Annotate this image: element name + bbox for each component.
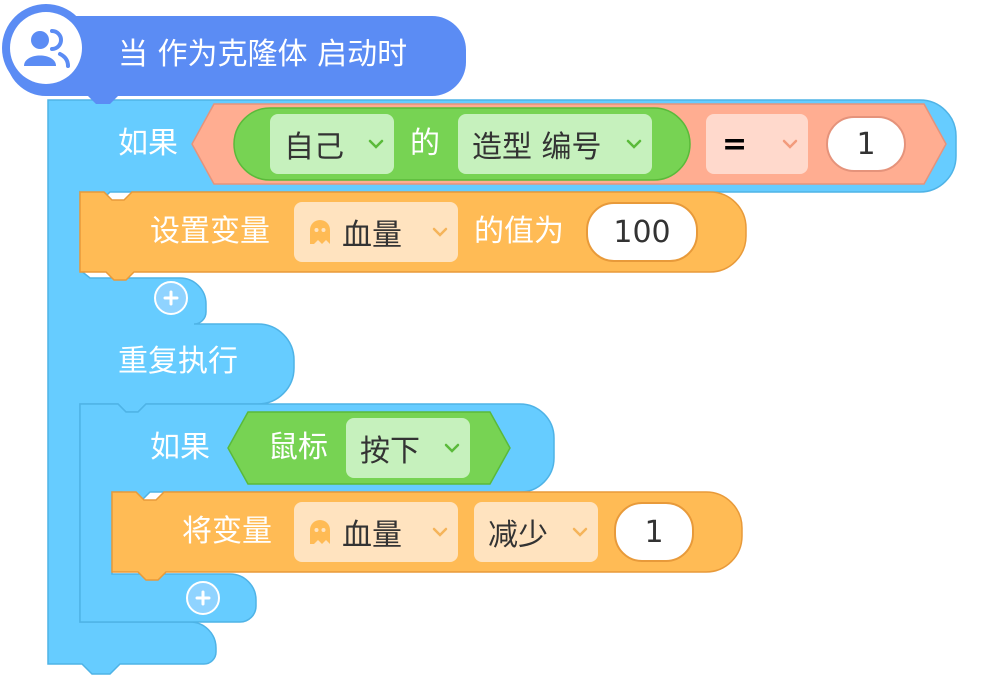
- plus-icon: [163, 290, 179, 306]
- property-dropdown-value: 造型 编号: [472, 130, 602, 165]
- hat-block-body: [6, 16, 466, 104]
- change-var-label: 将变量: [182, 514, 272, 549]
- operator-value: =: [722, 126, 748, 162]
- of-label: 的: [410, 126, 440, 161]
- sensor-label: 鼠标: [268, 430, 328, 465]
- chevron-down-icon: [368, 139, 384, 149]
- chevron-down-icon: [444, 443, 460, 453]
- chevron-down-icon: [626, 139, 642, 149]
- self-dropdown[interactable]: 自己: [270, 114, 394, 174]
- clone-users-icon: [24, 29, 70, 68]
- sensor-dropdown[interactable]: 按下: [346, 418, 470, 478]
- set-var-variable-name: 血量: [342, 218, 402, 253]
- set-var-label: 设置变量: [150, 214, 270, 249]
- change-var-value-input[interactable]: 1: [614, 502, 694, 562]
- hat-label: 当 作为克隆体 启动时: [118, 37, 408, 72]
- chevron-down-icon: [572, 527, 588, 537]
- set-var-to-label: 的值为: [474, 214, 564, 249]
- compare-value-input[interactable]: 1: [826, 116, 906, 172]
- if1-label: 如果: [118, 126, 178, 161]
- plus-icon: [195, 590, 211, 606]
- repeat-label: 重复执行: [118, 344, 238, 379]
- operator-dropdown[interactable]: =: [706, 114, 808, 174]
- variable-ghost-icon: [310, 520, 330, 544]
- change-op-dropdown[interactable]: 减少: [474, 502, 598, 562]
- add-block-button[interactable]: [154, 281, 188, 315]
- change-op-value: 减少: [488, 518, 548, 553]
- add-block-button[interactable]: [186, 581, 220, 615]
- property-dropdown[interactable]: 造型 编号: [458, 114, 652, 174]
- set-var-variable-dropdown[interactable]: 血量: [294, 202, 458, 262]
- variable-ghost-icon: [310, 220, 330, 244]
- set-var-value-input[interactable]: 100: [586, 202, 698, 262]
- change-var-variable-dropdown[interactable]: 血量: [294, 502, 458, 562]
- chevron-down-icon: [782, 139, 798, 149]
- if2-label: 如果: [150, 430, 210, 465]
- chevron-down-icon: [432, 527, 448, 537]
- change-var-variable-name: 血量: [342, 518, 402, 553]
- sensor-dropdown-value: 按下: [360, 434, 420, 469]
- self-dropdown-value: 自己: [284, 130, 344, 165]
- chevron-down-icon: [432, 227, 448, 237]
